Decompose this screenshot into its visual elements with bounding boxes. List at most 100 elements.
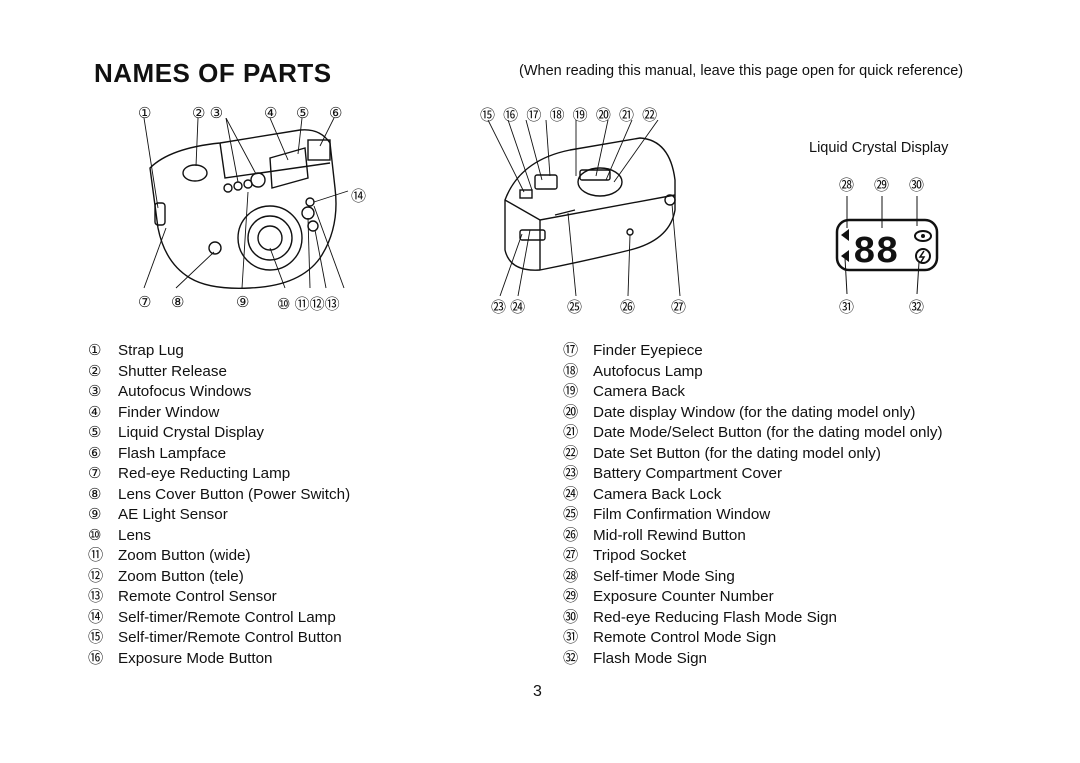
reference-note: (When reading this manual, leave this pa… — [519, 63, 964, 79]
part-name: Red-eye Reducing Flash Mode Sign — [593, 608, 837, 626]
callout-2-3: ② ③ — [192, 105, 224, 122]
part-item: ㉑ Date Mode/Select Button (for the dating… — [563, 423, 943, 444]
part-name: Self-timer Mode Sing — [593, 567, 735, 585]
callout-23-24: ㉓ ㉔ — [491, 299, 526, 316]
part-number: ⑱ — [563, 362, 579, 380]
part-name: Remote Control Mode Sign — [593, 629, 777, 646]
callout-32: ㉜ — [909, 299, 925, 316]
camera-front-illustration — [143, 118, 349, 289]
part-item: ⑪ Zoom Button (wide) — [88, 546, 350, 567]
callout-10-13: ⑩ ⑪⑫⑬ — [277, 296, 340, 313]
part-number: ㉑ — [563, 424, 579, 441]
part-item: ⑯ Exposure Mode Button — [88, 649, 350, 670]
callout-15-22: ⑮ ⑯ ⑰ ⑱ ⑲ ⑳ ㉑ ㉒ — [480, 107, 660, 124]
part-number: ㉘ — [563, 567, 579, 585]
part-number: ㉖ — [563, 526, 579, 544]
part-name: Zoom Button (tele) — [118, 567, 244, 585]
callout-28: ㉘ — [839, 177, 855, 194]
part-name: Zoom Button (wide) — [118, 547, 251, 564]
part-name: Battery Compartment Cover — [593, 465, 783, 482]
flash-mode-icon — [915, 248, 931, 264]
part-name: Shutter Release — [118, 362, 227, 380]
part-name: Remote Control Sensor — [118, 588, 277, 605]
part-name: Flash Mode Sign — [593, 649, 707, 667]
part-number: ③ — [88, 383, 102, 400]
part-name: Lens Cover Button (Power Switch) — [118, 485, 351, 503]
part-name: Liquid Crystal Display — [118, 424, 265, 441]
callout-1: ① — [138, 105, 152, 122]
part-name: Autofocus Windows — [118, 383, 252, 400]
callout-29: ㉙ — [874, 177, 890, 194]
part-item: ㉘ Self-timer Mode Sing — [563, 567, 943, 588]
part-name: Camera Back Lock — [593, 485, 722, 503]
part-item: ㉔ Camera Back Lock — [563, 485, 943, 506]
part-name: Self-timer/Remote Control Button — [118, 629, 342, 646]
part-number: ㉗ — [563, 547, 579, 564]
part-item: ⑱ Autofocus Lamp — [563, 362, 943, 383]
callout-31: ㉛ — [839, 299, 855, 316]
part-number: ㉔ — [563, 485, 579, 503]
callout-4: ④ — [264, 105, 278, 122]
lcd-title: Liquid Crystal Display — [809, 140, 949, 156]
part-number: ㉒ — [563, 444, 579, 462]
part-number: ⑩ — [88, 526, 102, 544]
part-number: ⑭ — [88, 608, 104, 626]
part-name: Finder Window — [118, 403, 220, 421]
callout-8: ⑧ — [171, 294, 185, 311]
part-name: Date display Window (for the dating mode… — [593, 403, 916, 421]
callout-7: ⑦ — [138, 294, 152, 311]
part-name: Self-timer/Remote Control Lamp — [118, 608, 336, 626]
part-name: Date Set Button (for the dating model on… — [593, 444, 881, 462]
part-item: ㉒ Date Set Button (for the dating model o… — [563, 444, 943, 465]
part-name: Film Confirmation Window — [593, 506, 771, 523]
part-number: ㉕ — [563, 506, 579, 523]
part-name: Exposure Counter Number — [593, 588, 774, 605]
part-item: ② Shutter Release — [88, 362, 350, 383]
part-item: ⑤ Liquid Crystal Display — [88, 423, 350, 444]
exposure-counter: 88 — [853, 231, 899, 274]
part-name: Lens — [118, 526, 151, 544]
part-number: ② — [88, 362, 102, 380]
self-timer-mode-icon — [841, 229, 849, 241]
part-name: Exposure Mode Button — [118, 649, 273, 667]
part-number: ⑯ — [88, 649, 104, 667]
callout-27: ㉗ — [671, 299, 687, 316]
part-item: ⑮ Self-timer/Remote Control Button — [88, 628, 350, 649]
part-item: ③ Autofocus Windows — [88, 382, 350, 403]
part-item: ④ Finder Window — [88, 403, 350, 424]
part-item: ⑬ Remote Control Sensor — [88, 587, 350, 608]
callout-26: ㉖ — [620, 299, 636, 316]
part-item: ⑭ Self-timer/Remote Control Lamp — [88, 608, 350, 629]
part-name: Date Mode/Select Button (for the dating … — [593, 424, 943, 441]
part-item: ㉙ Exposure Counter Number — [563, 587, 943, 608]
part-name: Red-eye Reducting Lamp — [118, 465, 291, 482]
part-number: ⑪ — [88, 547, 104, 564]
callout-14: ⑭ — [351, 188, 367, 205]
part-name: AE Light Sensor — [118, 506, 228, 523]
part-name: Flash Lampface — [118, 444, 227, 462]
part-name: Strap Lug — [118, 342, 184, 359]
part-number: ㉙ — [563, 588, 579, 605]
part-name: Autofocus Lamp — [593, 362, 703, 380]
part-item: ㉖ Mid-roll Rewind Button — [563, 526, 943, 547]
part-number: ⑤ — [88, 424, 102, 441]
part-number: ④ — [88, 403, 102, 421]
remote-control-mode-icon — [841, 250, 849, 262]
part-number: ⑬ — [88, 588, 104, 605]
part-name: Mid-roll Rewind Button — [593, 526, 746, 544]
part-item: ⑩ Lens — [88, 526, 350, 547]
callout-9: ⑨ — [236, 294, 250, 311]
part-number: ⑮ — [88, 629, 104, 646]
